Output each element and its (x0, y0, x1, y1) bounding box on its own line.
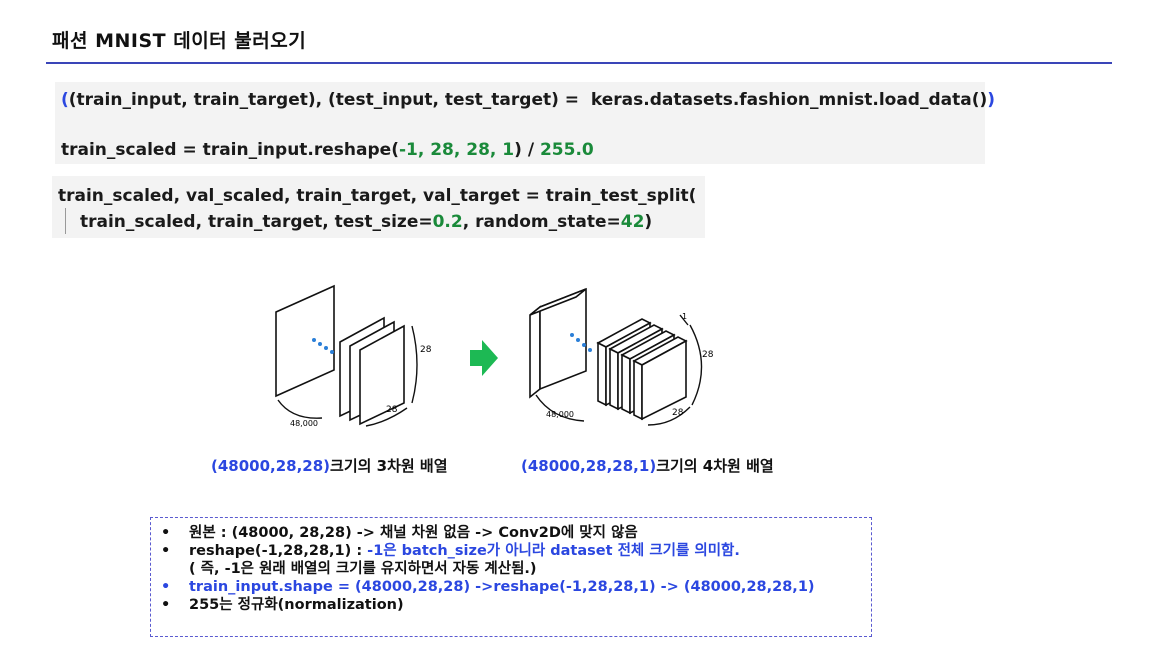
dim-label-top: 1 (682, 312, 687, 321)
note-item: •원본 : (48000, 28,28) -> 채널 차원 없음 -> Conv… (161, 525, 638, 541)
dim-label-right: 28 (702, 350, 714, 360)
code-line-load: ((train_input, train_target), (test_inpu… (61, 90, 996, 110)
caption-4d-array: (48000,28,28,1)크기의 4차원 배열 (521, 455, 774, 476)
dim-label-depth: 48,000 (546, 410, 574, 419)
code-block-split: train_scaled, val_scaled, train_target, … (52, 176, 705, 238)
caption-text: 크기의 4차원 배열 (656, 457, 774, 475)
page-title: 패션 MNIST 데이터 불러오기 (52, 30, 307, 52)
code-text: ) / (514, 140, 540, 160)
back-block-top (529, 288, 587, 316)
caption-shape: (48000,28,28) (211, 457, 331, 475)
dim-label-bottom: 28 (672, 408, 684, 418)
note-item: •255는 정규화(normalization) (161, 597, 404, 613)
code-line-split-args: train_scaled, train_target, test_size=0.… (80, 212, 652, 232)
arrow-right-icon (470, 340, 498, 376)
code-text: ) (644, 212, 653, 232)
ellipsis-dots (312, 338, 334, 354)
code-text: keras.datasets.fashion_mnist.load_data() (584, 90, 988, 110)
note-item: •reshape(-1,28,28,1) : -1은 batch_size가 아… (161, 543, 740, 559)
code-number: 42 (620, 212, 645, 232)
note-item: ( 즉, -1은 원래 배열의 크기를 유지하면서 자동 계산됨.) (189, 561, 537, 577)
code-text: , random_state= (462, 212, 621, 232)
code-text: train_scaled, train_target, test_size= (80, 212, 433, 232)
back-sheet (275, 284, 335, 398)
code-line-split: train_scaled, val_scaled, train_target, … (58, 186, 696, 206)
code-number: -1, 28, 28, 1 (398, 140, 515, 160)
code-text: train_scaled = train_input.reshape( (61, 140, 399, 160)
code-line-reshape: train_scaled = train_input.reshape(-1, 2… (61, 140, 594, 160)
caption-text: 크기의 3차원 배열 (330, 457, 448, 475)
code-text: (train_input, train_target), (test_input… (68, 90, 585, 110)
note-item: •train_input.shape = (48000,28,28) ->res… (161, 579, 815, 595)
code-block-load-data: ((train_input, train_target), (test_inpu… (55, 82, 995, 164)
array-4d-diagram: 1 28 28 48,000 (529, 287, 714, 426)
ellipsis-dots (570, 333, 592, 352)
notes-box: •원본 : (48000, 28,28) -> 채널 차원 없음 -> Conv… (150, 517, 872, 637)
code-text: train_scaled, val_scaled, train_target, … (58, 186, 697, 206)
caption-3d-array: (48000,28,28)크기의 3차원 배열 (211, 455, 448, 476)
code-number: 255.0 (539, 140, 594, 160)
dim-label-depth: 48,000 (290, 419, 318, 428)
sheet-3 (359, 324, 405, 426)
back-block-side (529, 305, 541, 399)
title-divider (46, 62, 1112, 64)
dim-label-right: 28 (420, 345, 432, 355)
code-number: 0.2 (432, 212, 463, 232)
caption-shape: (48000,28,28,1) (521, 457, 657, 475)
indent-guide (65, 208, 66, 234)
dim-label-bottom: 28 (386, 405, 398, 415)
array-3d-diagram: 28 28 48,000 (275, 284, 432, 428)
